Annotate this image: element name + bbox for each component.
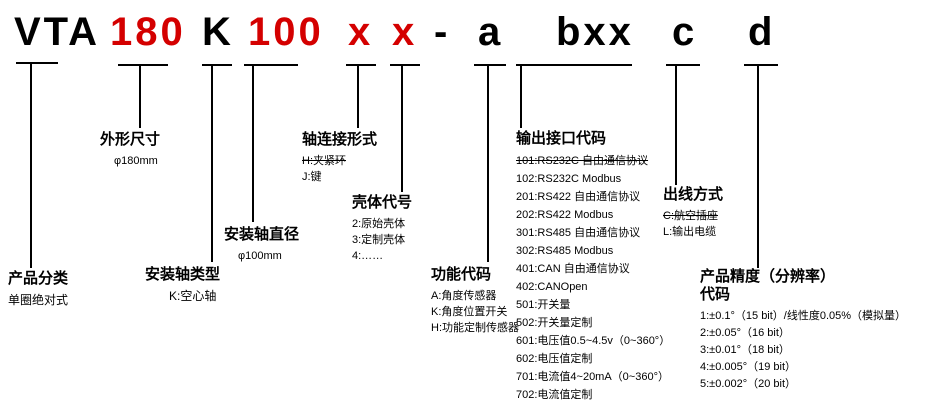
segment-item: C:航空插座 [663, 210, 718, 222]
code-part-series: VTA [14, 10, 101, 54]
connector-line-outlet [675, 64, 677, 185]
segment-accuracy-code: 产品精度（分辨率） 代码 1:±0.1°（15 bit）/线性度0.05%（模拟… [700, 268, 906, 393]
segment-items: K:空心轴 [145, 288, 220, 304]
segment-shaft-diameter: 安装轴直径 φ100mm [224, 226, 299, 264]
segment-dimension: 外形尺寸 φ180mm [100, 131, 160, 169]
segment-item: 101:RS232C 自由通信协议 [516, 155, 649, 167]
code-part-function: a [478, 10, 504, 54]
code-part-interface: bxx [556, 10, 634, 54]
segment-item: 5:±0.002°（20 bit） [700, 378, 797, 390]
segment-item: 602:电压值定制 [516, 353, 593, 365]
segment-item: 601:电压值0.5~4.5v（0~360°） [516, 335, 671, 347]
code-part-shaft-diameter: 100 [248, 10, 324, 54]
segment-item: L:输出电缆 [663, 226, 717, 238]
segment-items: 101:RS232C 自由通信协议 102:RS232C Modbus 201:RS… [516, 152, 670, 404]
segment-item: 702:电流值定制 [516, 389, 593, 401]
code-part-connection: x [348, 10, 374, 54]
code-part-accuracy: d [748, 10, 776, 54]
segment-heading: 外形尺寸 [100, 131, 161, 148]
connector-line-shaft-diameter [252, 64, 254, 222]
segment-shaft-type: 安装轴类型 K:空心轴 [145, 266, 220, 304]
connector-bar-housing [390, 64, 420, 66]
segment-heading-line2: 代码 [700, 286, 731, 303]
segment-heading: 输出接口代码 [516, 130, 607, 147]
segment-items: 1:±0.1°（15 bit）/线性度0.05%（模拟量） 2:±0.05°（16… [700, 308, 906, 393]
segment-function-code: 功能代码 A:角度传感器 K:角度位置开关 H:功能定制传感器 [431, 266, 519, 336]
segment-item: K:角度位置开关 [431, 306, 508, 318]
connector-bar-series [16, 62, 58, 64]
segment-item: 3:±0.01°（18 bit） [700, 344, 790, 356]
segment-heading: 出线方式 [663, 186, 724, 203]
segment-item: 单圈绝对式 [8, 293, 69, 307]
segment-item: 3:定制壳体 [352, 234, 406, 246]
segment-item: 402:CANOpen [516, 281, 588, 293]
segment-item: 4:…… [352, 250, 384, 262]
connector-line-series [30, 62, 32, 268]
segment-product-category: 产品分类 单圈绝对式 [8, 270, 68, 308]
connector-line-connection [357, 64, 359, 128]
segment-housing-code: 壳体代号 2:原始壳体 3:定制壳体 4:…… [352, 194, 412, 264]
segment-item: 502:开关量定制 [516, 317, 593, 329]
connector-bar-accuracy [744, 64, 778, 66]
segment-items: C:航空插座 L:输出电缆 [663, 208, 723, 240]
segment-item: K:空心轴 [169, 289, 217, 303]
connector-bar-function [474, 64, 506, 66]
segment-items: 单圈绝对式 [8, 292, 68, 308]
segment-items: A:角度传感器 K:角度位置开关 H:功能定制传感器 [431, 288, 519, 336]
segment-items: φ180mm [100, 153, 160, 169]
segment-item: 2:±0.05°（16 bit） [700, 327, 790, 339]
segment-heading: 安装轴类型 [145, 266, 221, 283]
segment-items: 2:原始壳体 3:定制壳体 4:…… [352, 216, 412, 264]
code-part-housing: x [392, 10, 418, 54]
connector-bar-size [118, 64, 168, 66]
segment-item: 501:开关量 [516, 299, 571, 311]
segment-item: 701:电流值4~20mA（0~360°） [516, 371, 669, 383]
segment-heading: 安装轴直径 [224, 226, 300, 243]
segment-item: H:功能定制传感器 [431, 322, 519, 334]
segment-heading: 壳体代号 [352, 194, 413, 211]
segment-outlet-type: 出线方式 C:航空插座 L:输出电缆 [663, 186, 723, 240]
code-part-shaft-type: K [202, 10, 234, 54]
segment-item: J:键 [302, 171, 322, 183]
segment-item: H:夹紧环 [302, 155, 346, 167]
segment-heading: 产品精度（分辨率） [700, 268, 836, 285]
connector-bar-interface [516, 64, 632, 66]
segment-items: H:夹紧环 J:键 [302, 153, 377, 185]
segment-heading: 功能代码 [431, 266, 492, 283]
connector-bar-outlet [666, 64, 700, 66]
segment-output-interface: 输出接口代码 101:RS232C 自由通信协议 102:RS232C Modbu… [516, 130, 670, 404]
segment-item: 102:RS232C Modbus [516, 173, 622, 185]
segment-shaft-connection: 轴连接形式 H:夹紧环 J:键 [302, 131, 377, 185]
segment-item: A:角度传感器 [431, 290, 497, 302]
segment-item: 302:RS485 Modbus [516, 245, 614, 257]
segment-item: φ180mm [114, 155, 158, 167]
connector-line-size [139, 64, 141, 128]
code-part-dash: - [434, 10, 451, 54]
code-part-size: 180 [110, 10, 186, 54]
connector-line-interface [520, 64, 522, 128]
segment-item: 401:CAN 自由通信协议 [516, 263, 630, 275]
segment-item: 202:RS422 Modbus [516, 209, 614, 221]
segment-item: 301:RS485 自由通信协议 [516, 227, 641, 239]
connector-line-shaft-type [211, 64, 213, 262]
segment-item: 4:±0.005°（19 bit） [700, 361, 797, 373]
code-part-outlet: c [672, 10, 698, 54]
segment-item: 2:原始壳体 [352, 218, 406, 230]
segment-item: φ100mm [238, 250, 282, 262]
connector-line-housing [401, 64, 403, 192]
segment-item: 1:±0.1°（15 bit）/线性度0.05%（模拟量） [700, 310, 907, 322]
connector-bar-shaft-diameter [244, 64, 298, 66]
segment-heading: 轴连接形式 [302, 131, 378, 148]
connector-bar-connection [346, 64, 376, 66]
connector-line-accuracy [757, 64, 759, 268]
segment-item: 201:RS422 自由通信协议 [516, 191, 641, 203]
connector-bar-shaft-type [202, 64, 232, 66]
segment-items: φ100mm [224, 248, 299, 264]
segment-heading: 产品分类 [8, 270, 69, 287]
connector-line-function [487, 64, 489, 262]
